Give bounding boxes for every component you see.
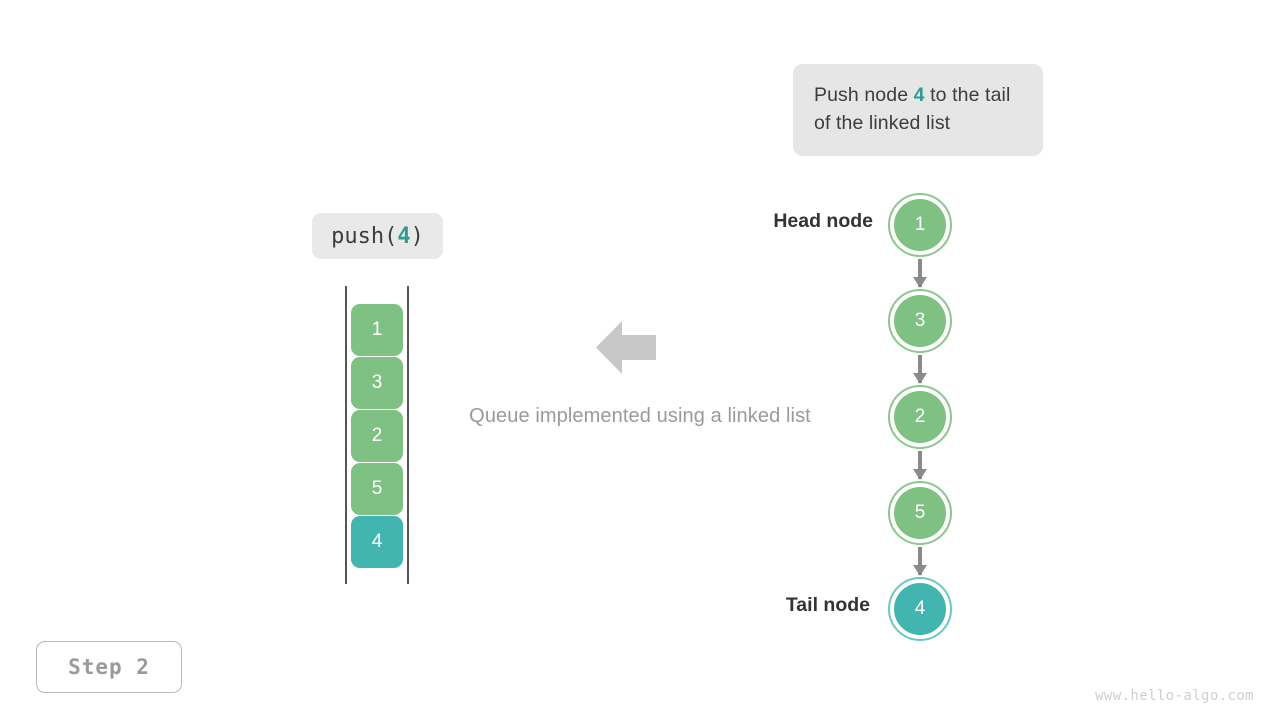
- push-chip-suffix: ): [410, 223, 424, 249]
- linked-list-node-value: 2: [894, 391, 946, 443]
- queue-cell-value: 5: [371, 478, 383, 499]
- linked-list-node-new: 4: [888, 577, 952, 641]
- queue-cell-value: 4: [371, 531, 383, 552]
- queue-cell-value: 3: [371, 372, 383, 393]
- queue-bracket-right: [407, 286, 409, 584]
- step-badge-label: Step 2: [68, 655, 150, 679]
- push-operation-chip: push(4): [312, 213, 443, 259]
- linked-list-node-value: 1: [894, 199, 946, 251]
- linked-list-node-value: 3: [894, 295, 946, 347]
- queue-cell-value: 1: [371, 319, 383, 340]
- linked-list-link-arrow: [913, 259, 927, 288]
- linked-list-node: 5: [888, 481, 952, 545]
- linked-list-node: 1: [888, 193, 952, 257]
- step-badge: Step 2: [36, 641, 182, 693]
- queue-cell-value: 2: [371, 425, 383, 446]
- queue-cell-new: 4: [351, 516, 403, 568]
- queue-cell-list: 1 3 2 5 4: [351, 304, 403, 569]
- queue-cell: 1: [351, 304, 403, 356]
- link-shaft: [918, 355, 922, 383]
- link-arrowhead: [913, 373, 927, 384]
- arrow-left-icon: [596, 321, 656, 374]
- queue-array-view: 1 3 2 5 4: [345, 286, 409, 584]
- tail-node-label: Tail node: [785, 594, 870, 616]
- callout-text-after: to the tail of the linked list: [814, 84, 1011, 134]
- linked-list-node-value: 4: [894, 583, 946, 635]
- linked-list-link-arrow: [913, 451, 927, 480]
- link-arrowhead: [913, 277, 927, 288]
- queue-cell: 3: [351, 357, 403, 409]
- link-arrowhead: [913, 469, 927, 480]
- link-shaft: [918, 547, 922, 575]
- linked-list-link-arrow: [913, 547, 927, 576]
- callout-highlight-value: 4: [913, 84, 925, 106]
- queue-cell: 5: [351, 463, 403, 515]
- linked-list-link-arrow: [913, 355, 927, 384]
- push-chip-argument: 4: [397, 223, 411, 249]
- linked-list-view: Head node 1 3 2 5 4 Tail node: [773, 193, 952, 643]
- head-node-label: Head node: [773, 210, 873, 232]
- push-instruction-callout: Push node 4 to the tail of the linked li…: [793, 64, 1043, 156]
- diagram-caption: Queue implemented using a linked list: [469, 405, 811, 427]
- queue-cell: 2: [351, 410, 403, 462]
- linked-list-node-value: 5: [894, 487, 946, 539]
- callout-text-before: Push node: [814, 84, 914, 106]
- watermark: www.hello-algo.com: [1095, 688, 1254, 704]
- queue-bracket-left: [345, 286, 347, 584]
- link-arrowhead: [913, 565, 927, 576]
- link-shaft: [918, 451, 922, 479]
- push-chip-prefix: push(: [331, 223, 398, 249]
- linked-list-node: 2: [888, 385, 952, 449]
- linked-list-node: 3: [888, 289, 952, 353]
- link-shaft: [918, 259, 922, 287]
